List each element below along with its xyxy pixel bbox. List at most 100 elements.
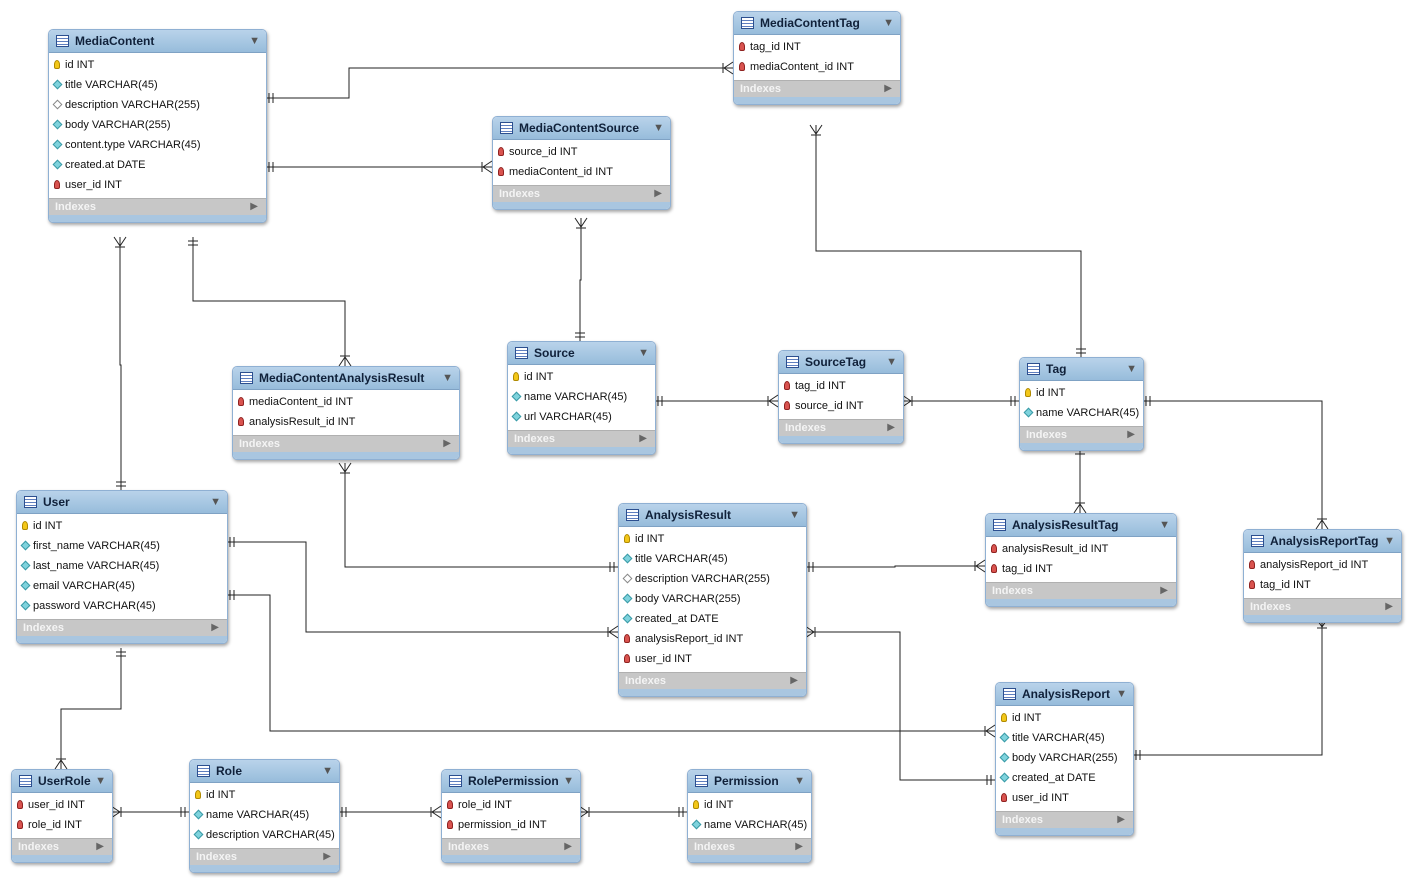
expand-arrow-icon[interactable]: ▶ (790, 675, 798, 686)
expand-arrow-icon[interactable]: ▶ (795, 841, 803, 852)
column-row[interactable]: mediaContent_id INT (233, 392, 459, 412)
column-row[interactable]: content.type VARCHAR(45) (49, 135, 266, 155)
table-header[interactable]: MediaContentSource▼ (493, 117, 670, 140)
column-row[interactable]: role_id INT (12, 815, 112, 835)
table-header[interactable]: Tag▼ (1020, 358, 1143, 381)
column-row[interactable]: name VARCHAR(45) (1020, 403, 1143, 423)
collapse-arrow-icon[interactable]: ▼ (638, 347, 649, 359)
column-row[interactable]: id INT (508, 367, 655, 387)
collapse-arrow-icon[interactable]: ▼ (249, 35, 260, 47)
expand-arrow-icon[interactable]: ▶ (96, 841, 104, 852)
table-header[interactable]: AnalysisReport▼ (996, 683, 1133, 706)
expand-arrow-icon[interactable]: ▶ (884, 83, 892, 94)
expand-arrow-icon[interactable]: ▶ (1127, 429, 1135, 440)
expand-arrow-icon[interactable]: ▶ (250, 201, 258, 212)
column-row[interactable]: body VARCHAR(255) (49, 115, 266, 135)
column-row[interactable]: tag_id INT (779, 376, 903, 396)
collapse-arrow-icon[interactable]: ▼ (95, 775, 106, 787)
table-header[interactable]: SourceTag▼ (779, 351, 903, 374)
column-row[interactable]: id INT (619, 529, 806, 549)
indexes-section[interactable]: Indexes▶ (986, 582, 1176, 600)
indexes-section[interactable]: Indexes▶ (1020, 426, 1143, 444)
collapse-arrow-icon[interactable]: ▼ (1384, 535, 1395, 547)
indexes-section[interactable]: Indexes▶ (1244, 598, 1401, 616)
table-header[interactable]: AnalysisResult▼ (619, 504, 806, 527)
expand-arrow-icon[interactable]: ▶ (887, 422, 895, 433)
column-row[interactable]: analysisReport_id INT (1244, 555, 1401, 575)
indexes-section[interactable]: Indexes▶ (233, 435, 459, 453)
table-header[interactable]: AnalysisResultTag▼ (986, 514, 1176, 537)
expand-arrow-icon[interactable]: ▶ (639, 433, 647, 444)
column-row[interactable]: title VARCHAR(45) (619, 549, 806, 569)
indexes-section[interactable]: Indexes▶ (619, 672, 806, 690)
column-row[interactable]: created_at DATE (619, 609, 806, 629)
collapse-arrow-icon[interactable]: ▼ (789, 509, 800, 521)
table-mcar[interactable]: MediaContentAnalysisResult▼mediaContent_… (232, 366, 460, 460)
collapse-arrow-icon[interactable]: ▼ (794, 775, 805, 787)
column-row[interactable]: description VARCHAR(45) (190, 825, 339, 845)
indexes-section[interactable]: Indexes▶ (734, 80, 900, 98)
indexes-section[interactable]: Indexes▶ (493, 185, 670, 203)
indexes-section[interactable]: Indexes▶ (688, 838, 811, 856)
expand-arrow-icon[interactable]: ▶ (1160, 585, 1168, 596)
collapse-arrow-icon[interactable]: ▼ (1126, 363, 1137, 375)
table-header[interactable]: UserRole▼ (12, 770, 112, 793)
column-row[interactable]: source_id INT (779, 396, 903, 416)
column-row[interactable]: url VARCHAR(45) (508, 407, 655, 427)
column-row[interactable]: id INT (17, 516, 227, 536)
collapse-arrow-icon[interactable]: ▼ (442, 372, 453, 384)
column-row[interactable]: mediaContent_id INT (493, 162, 670, 182)
collapse-arrow-icon[interactable]: ▼ (210, 496, 221, 508)
column-row[interactable]: user_id INT (12, 795, 112, 815)
collapse-arrow-icon[interactable]: ▼ (322, 765, 333, 777)
column-row[interactable]: user_id INT (996, 788, 1133, 808)
column-row[interactable]: permission_id INT (442, 815, 580, 835)
column-row[interactable]: password VARCHAR(45) (17, 596, 227, 616)
expand-arrow-icon[interactable]: ▶ (1117, 814, 1125, 825)
column-row[interactable]: created_at DATE (996, 768, 1133, 788)
table-header[interactable]: AnalysisReportTag▼ (1244, 530, 1401, 553)
indexes-section[interactable]: Indexes▶ (508, 430, 655, 448)
column-row[interactable]: first_name VARCHAR(45) (17, 536, 227, 556)
indexes-section[interactable]: Indexes▶ (17, 619, 227, 637)
expand-arrow-icon[interactable]: ▶ (211, 622, 219, 633)
column-row[interactable]: analysisReport_id INT (619, 629, 806, 649)
column-row[interactable]: name VARCHAR(45) (688, 815, 811, 835)
column-row[interactable]: tag_id INT (734, 37, 900, 57)
table-header[interactable]: Permission▼ (688, 770, 811, 793)
column-row[interactable]: name VARCHAR(45) (190, 805, 339, 825)
indexes-section[interactable]: Indexes▶ (996, 811, 1133, 829)
column-row[interactable]: tag_id INT (1244, 575, 1401, 595)
collapse-arrow-icon[interactable]: ▼ (883, 17, 894, 29)
column-row[interactable]: name VARCHAR(45) (508, 387, 655, 407)
column-row[interactable]: analysisResult_id INT (986, 539, 1176, 559)
column-row[interactable]: id INT (190, 785, 339, 805)
column-row[interactable]: mediaContent_id INT (734, 57, 900, 77)
collapse-arrow-icon[interactable]: ▼ (886, 356, 897, 368)
table-header[interactable]: RolePermission▼ (442, 770, 580, 793)
indexes-section[interactable]: Indexes▶ (190, 848, 339, 866)
collapse-arrow-icon[interactable]: ▼ (563, 775, 574, 787)
column-row[interactable]: title VARCHAR(45) (49, 75, 266, 95)
column-row[interactable]: tag_id INT (986, 559, 1176, 579)
collapse-arrow-icon[interactable]: ▼ (653, 122, 664, 134)
column-row[interactable]: body VARCHAR(255) (996, 748, 1133, 768)
expand-arrow-icon[interactable]: ▶ (564, 841, 572, 852)
table-header[interactable]: User▼ (17, 491, 227, 514)
column-row[interactable]: role_id INT (442, 795, 580, 815)
column-row[interactable]: id INT (996, 708, 1133, 728)
indexes-section[interactable]: Indexes▶ (442, 838, 580, 856)
indexes-section[interactable]: Indexes▶ (49, 198, 266, 216)
column-row[interactable]: analysisResult_id INT (233, 412, 459, 432)
table-header[interactable]: MediaContent▼ (49, 30, 266, 53)
